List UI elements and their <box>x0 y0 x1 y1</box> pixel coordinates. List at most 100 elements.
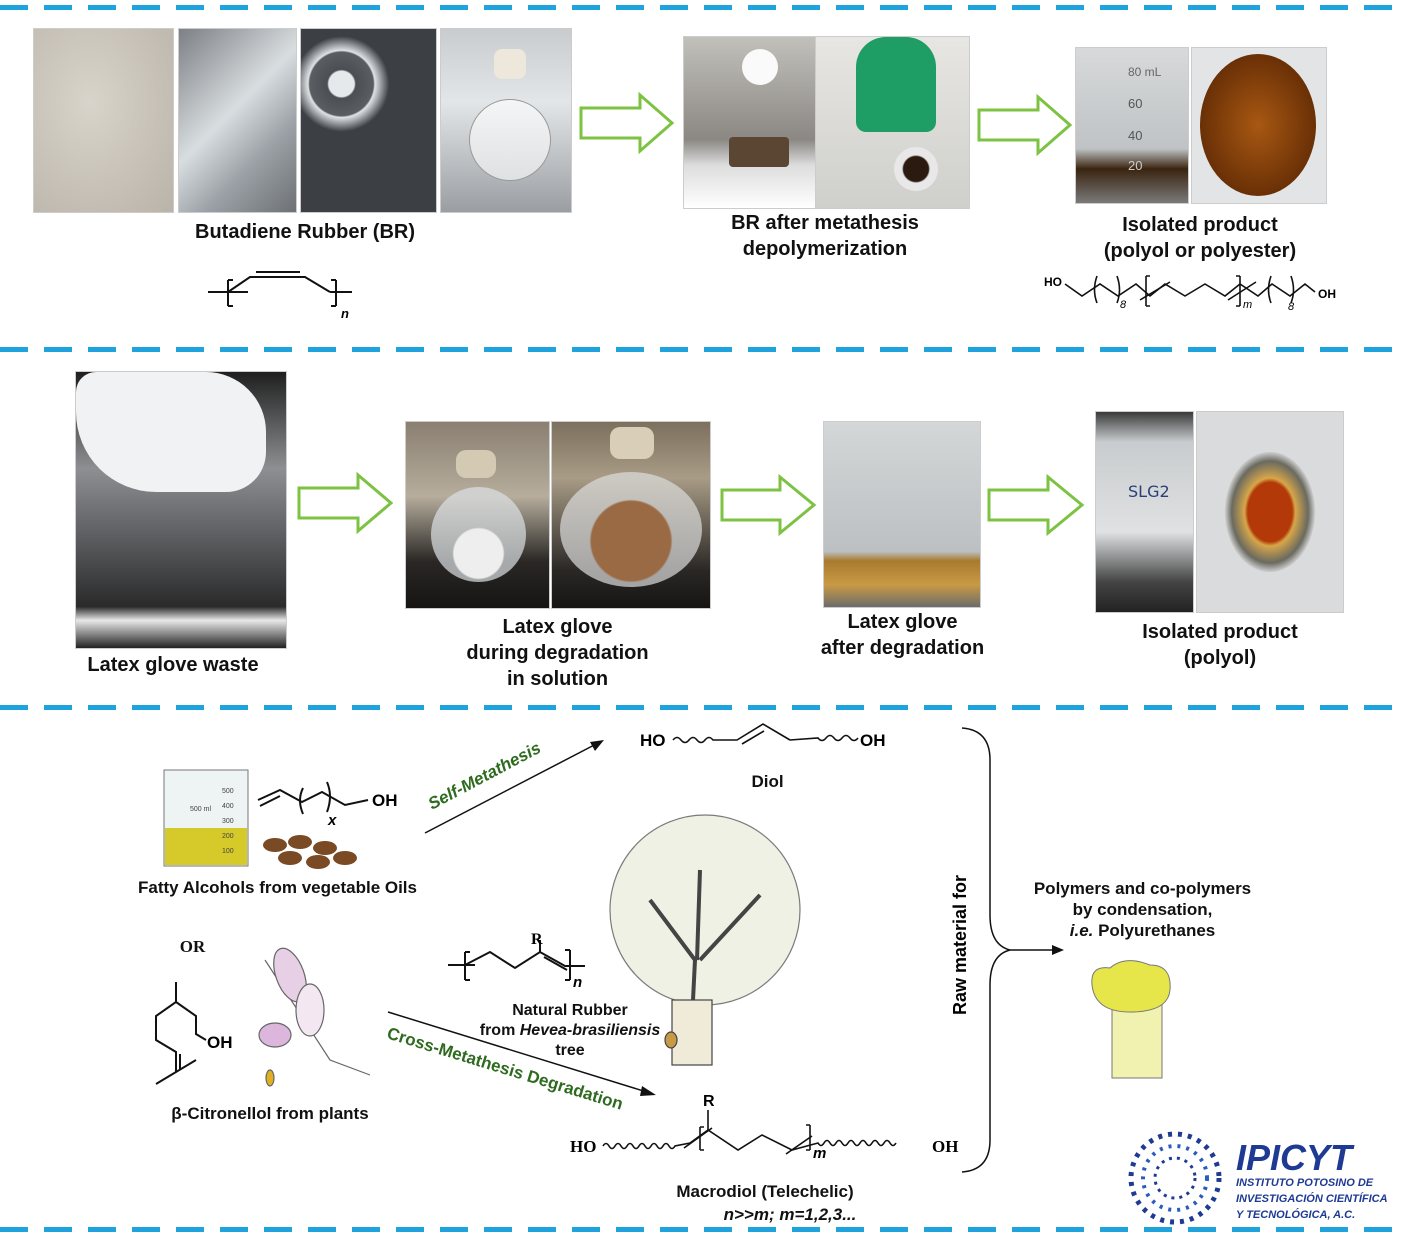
vial-mark: 20 <box>1128 158 1143 173</box>
beaker-mark: 400 <box>222 803 234 810</box>
label-line: Latex glove <box>847 611 958 633</box>
fatty-alcohols-label: Fatty Alcohols from vegetable Oils <box>138 878 417 897</box>
photo-metathesis-setup <box>683 36 816 209</box>
divider <box>0 347 1404 352</box>
process-arrow <box>720 473 817 537</box>
natural-rubber-structure <box>448 940 585 981</box>
polyurethane-icon <box>1091 960 1171 1079</box>
label-line: in solution <box>506 668 609 690</box>
br-structure <box>208 271 352 307</box>
seeds-icon <box>263 835 357 869</box>
macrodiol-note: n>>m; m=1,2,3... <box>723 1205 857 1224</box>
beaker-volume: 500 ml <box>190 806 212 813</box>
logo-line: INVESTIGACIÓN CIENTÍFICA <box>1236 1192 1388 1205</box>
divider <box>0 5 1404 10</box>
beaker-mark: 300 <box>222 818 234 825</box>
reaction-arrow <box>424 741 601 834</box>
ipicyt-logo-icon <box>1128 1131 1222 1225</box>
struct-label: OH <box>1318 287 1336 301</box>
vial-label: SLG2 <box>1128 482 1170 501</box>
tree-icon <box>609 814 801 1066</box>
struct-label: OH <box>860 731 886 750</box>
label-line: BR after metathesis <box>731 212 919 234</box>
photo-glove-flask-2 <box>551 421 711 609</box>
reaction-arrow <box>387 1011 651 1094</box>
beaker-mark: 200 <box>222 833 234 840</box>
label-line: Isolated product <box>1122 214 1278 236</box>
during-degradation-label: Latex glove during degradation in soluti… <box>420 614 695 692</box>
photo-br-flask <box>440 28 572 213</box>
diol-label: Diol <box>751 772 784 791</box>
struct-label: HO <box>1044 275 1062 289</box>
photo-glove-waste <box>75 371 287 649</box>
label-line: during degradation <box>466 642 649 664</box>
after-degradation-label: Latex glove after degradation <box>790 609 1015 661</box>
label-line: tree <box>555 1042 585 1059</box>
label-line: by condensation, <box>1072 900 1213 919</box>
process-arrow <box>977 93 1073 157</box>
process-arrow <box>579 91 675 155</box>
beaker-mark: 500 <box>222 788 234 795</box>
label-text: from <box>479 1022 520 1039</box>
subscript: 8 <box>1120 299 1127 311</box>
fatty-alcohol-structure <box>257 781 369 815</box>
subscript: 8 <box>1288 301 1295 313</box>
photo-br-crystal <box>178 28 297 213</box>
photo-metathesis-flask <box>815 36 970 209</box>
struct-label: HO <box>640 731 666 750</box>
subscript: n <box>573 974 582 991</box>
label-line: depolymerization <box>742 238 908 260</box>
polymers-label: Polymers and co-polymers by condensation… <box>1005 878 1280 941</box>
label-text: Polyurethanes <box>1093 921 1216 940</box>
br-label: Butadiene Rubber (BR) <box>195 221 415 243</box>
photo-br-block <box>33 28 174 213</box>
logo-line: Y TECNOLÓGICA, A.C. <box>1236 1208 1355 1221</box>
label-line: (polyol or polyester) <box>1103 240 1297 262</box>
beaker-scale: 500 400 300 200 100 <box>222 784 234 859</box>
polyol-structure <box>1064 275 1316 307</box>
struct-label: R <box>703 1093 715 1110</box>
divider <box>0 705 1404 710</box>
or-label: OR <box>179 937 206 956</box>
flower-icon <box>258 947 371 1087</box>
macrodiol-structure <box>602 1110 897 1155</box>
label-line: Natural Rubber <box>512 1002 628 1019</box>
struct-label: OH <box>932 1137 958 1156</box>
vial-mark: 80 mL <box>1128 65 1162 79</box>
metathesis-label: BR after metathesis depolymerization <box>680 210 970 262</box>
vial-mark: 60 <box>1128 96 1143 111</box>
diol-structure <box>672 723 859 745</box>
macrodiol-label: Macrodiol (Telechelic) <box>676 1182 854 1201</box>
glove-waste-label: Latex glove waste <box>87 654 259 676</box>
photo-isolated-vial-2: SLG2 <box>1095 411 1194 613</box>
beaker-icon <box>163 769 249 867</box>
label-line: (polyol) <box>1183 647 1257 669</box>
label-text: i.e. <box>1069 921 1094 940</box>
photo-isolated-vial: 80 mL 60 40 20 <box>1075 47 1189 204</box>
beaker-mark: 100 <box>222 848 234 855</box>
photo-isolated-top-2 <box>1196 411 1344 613</box>
subscript: x <box>327 812 337 829</box>
photo-glove-flask-1 <box>405 421 550 609</box>
photo-br-pellets <box>300 28 437 213</box>
process-arrow <box>297 471 394 535</box>
struct-label: R <box>531 931 543 948</box>
process-arrow <box>987 473 1085 537</box>
citronellol-structure <box>155 982 207 1085</box>
logo-line: INSTITUTO POTOSINO DE <box>1236 1177 1374 1189</box>
vial-mark: 40 <box>1128 128 1143 143</box>
subscript: n <box>341 306 349 321</box>
natural-rubber-label: Natural Rubber from Hevea-brasiliensis t… <box>455 1001 685 1061</box>
struct-label: OH <box>207 1033 233 1052</box>
struct-label: HO <box>570 1137 596 1156</box>
struct-label: OH <box>372 791 398 810</box>
subscript: m <box>813 1145 826 1162</box>
divider <box>0 1227 1404 1232</box>
photo-after-degradation <box>823 421 981 608</box>
species-name: Hevea-brasiliensis <box>519 1022 661 1039</box>
label-line: after degradation <box>820 637 985 659</box>
raw-material-label: Raw material for <box>950 875 970 1015</box>
citronellol-label: β-Citronellol from plants <box>171 1104 369 1123</box>
